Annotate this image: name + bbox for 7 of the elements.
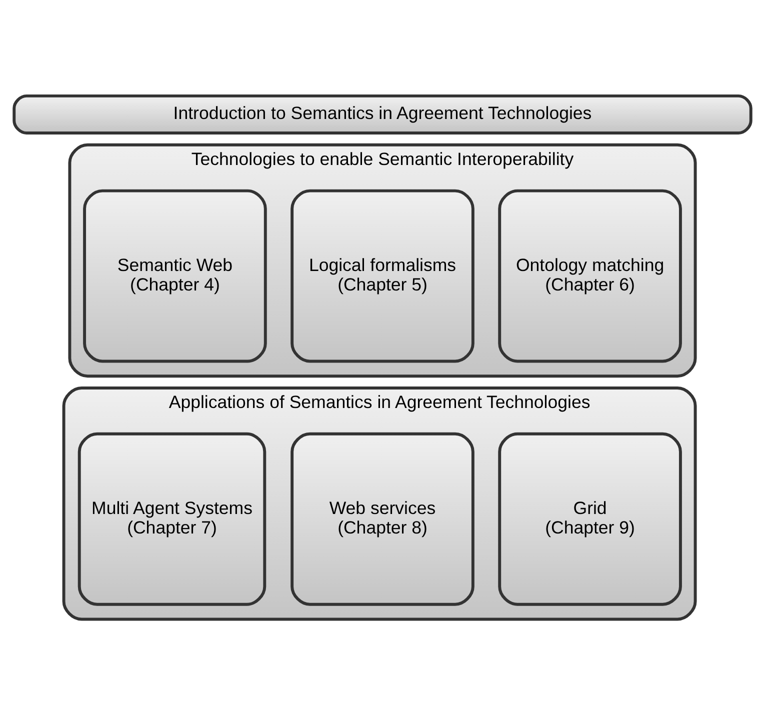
node-box: Ontology matching (Chapter 6) [498,188,682,362]
node-box: Web services (Chapter 8) [290,432,474,606]
node-box: Grid (Chapter 9) [498,432,682,606]
node-box: Introduction to Semantics in Agreement Technologies [12,94,752,134]
node-box: Logical formalisms (Chapter 5) [290,188,474,362]
node-box: Multi Agent Systems (Chapter 7) [78,432,266,606]
node-box: Semantic Web (Chapter 4) [83,188,267,362]
